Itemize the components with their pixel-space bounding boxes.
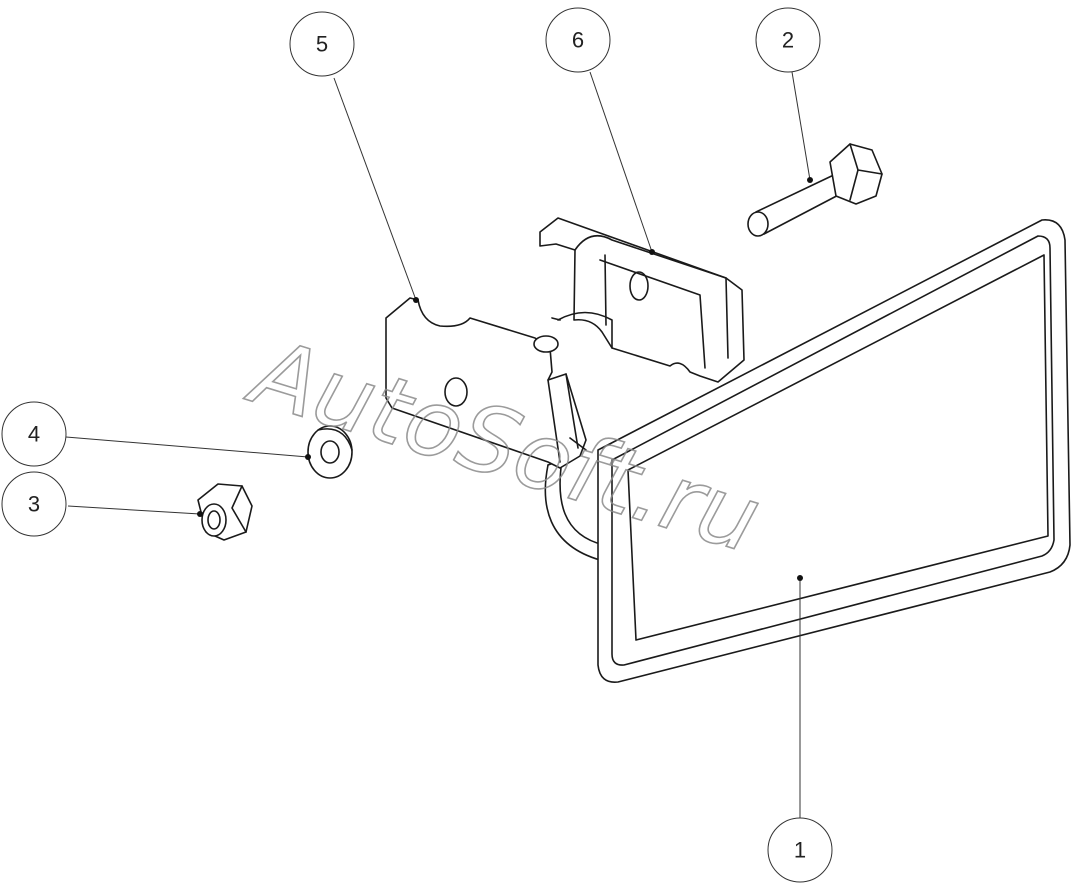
callout-5: 5	[289, 11, 355, 77]
bracket	[385, 297, 587, 469]
callout-2-label: 2	[782, 28, 794, 53]
bolt	[747, 143, 883, 237]
license-plate-frame	[544, 219, 1071, 683]
leader-lines	[65, 71, 813, 818]
callout-4: 4	[1, 401, 67, 467]
callout-5-label: 5	[316, 32, 328, 57]
callout-3: 3	[1, 471, 67, 537]
callout-6-label: 6	[572, 28, 584, 53]
callout-4-label: 4	[28, 422, 40, 447]
callout-3-label: 3	[28, 492, 40, 517]
washer	[307, 425, 353, 479]
callout-1-label: 1	[794, 838, 806, 863]
mounting-plate	[539, 217, 745, 383]
callout-1: 1	[767, 817, 833, 883]
nut	[197, 483, 253, 541]
callout-6: 6	[545, 7, 611, 73]
callout-2: 2	[755, 7, 821, 73]
